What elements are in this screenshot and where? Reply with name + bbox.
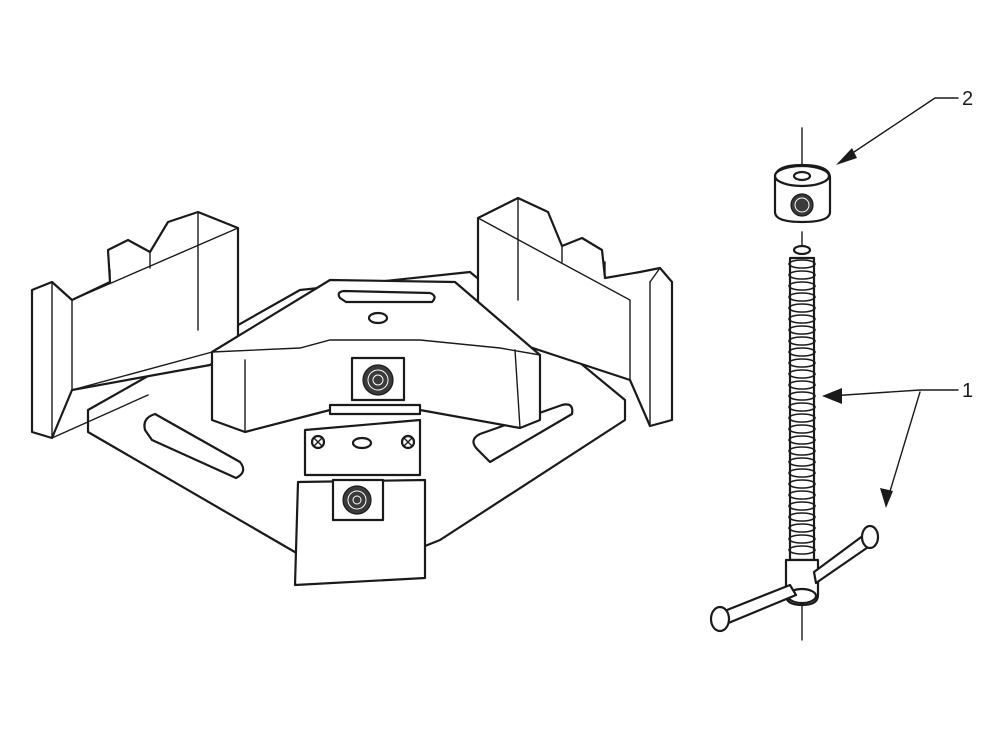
thread-ring	[788, 391, 816, 401]
thread-ring	[788, 325, 816, 335]
thread-ring	[788, 424, 816, 434]
corner-clamp-body	[30, 196, 674, 587]
arrowhead-icon	[822, 388, 842, 404]
thread-ring	[788, 468, 816, 478]
right-jaw	[476, 196, 674, 428]
swivel-pad-part	[773, 127, 832, 224]
callout-1: 1	[822, 380, 973, 508]
thread-ring	[788, 512, 816, 522]
thread-ring	[788, 523, 816, 533]
rod-threads	[788, 259, 816, 555]
thread-ring	[788, 490, 816, 500]
callout-2: 2	[836, 88, 973, 165]
thread-ring	[788, 336, 816, 346]
thread-ring	[788, 292, 816, 302]
thread-ring	[788, 380, 816, 390]
thread-ring	[788, 402, 816, 412]
left-jaw	[30, 210, 240, 440]
thread-ring	[788, 303, 816, 313]
center-block	[210, 278, 542, 434]
thread-ring	[788, 446, 816, 456]
arrowhead-icon	[880, 488, 893, 508]
callout-label-1: 1	[962, 380, 973, 402]
top-adjust-slot	[337, 289, 436, 304]
thread-ring	[788, 369, 816, 379]
thread-ring	[788, 479, 816, 489]
front-plate	[293, 418, 427, 587]
thread-ring	[788, 435, 816, 445]
top-hole	[367, 311, 389, 325]
thread-ring	[788, 534, 816, 544]
thread-ring	[788, 281, 816, 291]
callout-label-2: 2	[962, 88, 973, 110]
handle-left	[720, 583, 798, 626]
thread-ring	[788, 270, 816, 280]
thread-ring	[788, 259, 816, 269]
arrowhead-icon	[836, 148, 857, 165]
thread-ring	[788, 314, 816, 324]
right-mounting-slot	[472, 403, 574, 464]
thread-ring	[788, 457, 816, 467]
thread-ring	[788, 545, 816, 555]
left-mounting-slot	[143, 412, 245, 480]
screw-handle-part	[709, 231, 880, 641]
thread-ring	[788, 358, 816, 368]
thread-ring	[788, 347, 816, 357]
thread-ring	[788, 501, 816, 511]
thread-ring	[788, 413, 816, 423]
